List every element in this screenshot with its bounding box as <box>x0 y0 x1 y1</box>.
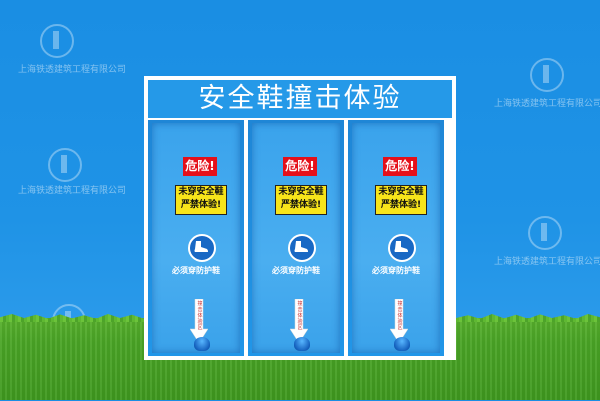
watermark-text: 上海铁透建筑工程有限公司 <box>494 99 600 109</box>
impact-weight <box>294 337 310 351</box>
instruction-label: 必须穿防护鞋 <box>272 266 320 275</box>
safety-boot-icon <box>388 234 416 262</box>
warning-line: 未穿安全鞋 <box>278 187 324 197</box>
danger-sign: 危险! <box>183 157 217 176</box>
warning-sign: 未穿安全鞋 严禁体验! <box>175 185 227 215</box>
bay-inner: 危险! 未穿安全鞋 严禁体验! 必须穿防护鞋 撞击体验区 <box>352 123 440 353</box>
safety-boot-icon <box>288 234 316 262</box>
instruction-label: 必须穿防护鞋 <box>172 266 220 275</box>
watermark-logo-icon <box>530 58 564 92</box>
down-arrow-icon: 撞击体验区 <box>289 298 309 344</box>
bay: 危险! 未穿安全鞋 严禁体验! 必须穿防护鞋 撞击体验区 <box>248 120 344 356</box>
bay: 危险! 未穿安全鞋 严禁体验! 必须穿防护鞋 撞击体验区 <box>348 120 444 356</box>
impact-weight <box>194 337 210 351</box>
instruction-label: 必须穿防护鞋 <box>372 266 420 275</box>
warning-sign: 未穿安全鞋 严禁体验! <box>375 185 427 215</box>
watermark-text: 上海铁透建筑工程有限公司 <box>18 186 127 196</box>
warning-line: 严禁体验! <box>380 200 422 210</box>
watermark-logo-icon <box>40 24 74 58</box>
bay-inner: 危险! 未穿安全鞋 严禁体验! 必须穿防护鞋 撞击体验区 <box>152 123 240 353</box>
watermark-logo-icon <box>528 216 562 250</box>
arrow-label: 撞击体验区 <box>397 301 403 331</box>
arrow-label: 撞击体验区 <box>297 301 303 331</box>
warning-line: 未穿安全鞋 <box>378 187 424 197</box>
watermark-text: 上海铁透建筑工程有限公司 <box>18 65 127 75</box>
danger-sign: 危险! <box>383 157 417 176</box>
bay-inner: 危险! 未穿安全鞋 严禁体验! 必须穿防护鞋 撞击体验区 <box>252 123 340 353</box>
warning-line: 严禁体验! <box>280 200 322 210</box>
warning-sign: 未穿安全鞋 严禁体验! <box>275 185 327 215</box>
header-panel: 安全鞋撞击体验 <box>148 80 452 118</box>
arrow-label: 撞击体验区 <box>197 301 203 331</box>
impact-experience-booth: 安全鞋撞击体验 危险! 未穿安全鞋 严禁体验! 必须穿防护鞋 撞击体验区 <box>144 76 456 360</box>
bay: 危险! 未穿安全鞋 严禁体验! 必须穿防护鞋 撞击体验区 <box>148 120 244 356</box>
safety-boot-icon <box>188 234 216 262</box>
down-arrow-icon: 撞击体验区 <box>189 298 209 344</box>
danger-sign: 危险! <box>283 157 317 176</box>
warning-line: 未穿安全鞋 <box>178 187 224 197</box>
watermark-text: 上海铁透建筑工程有限公司 <box>494 257 600 267</box>
booth-title: 安全鞋撞击体验 <box>198 83 402 114</box>
down-arrow-icon: 撞击体验区 <box>389 298 409 344</box>
impact-weight <box>394 337 410 351</box>
warning-line: 严禁体验! <box>180 200 222 210</box>
watermark-logo-icon <box>48 148 82 182</box>
